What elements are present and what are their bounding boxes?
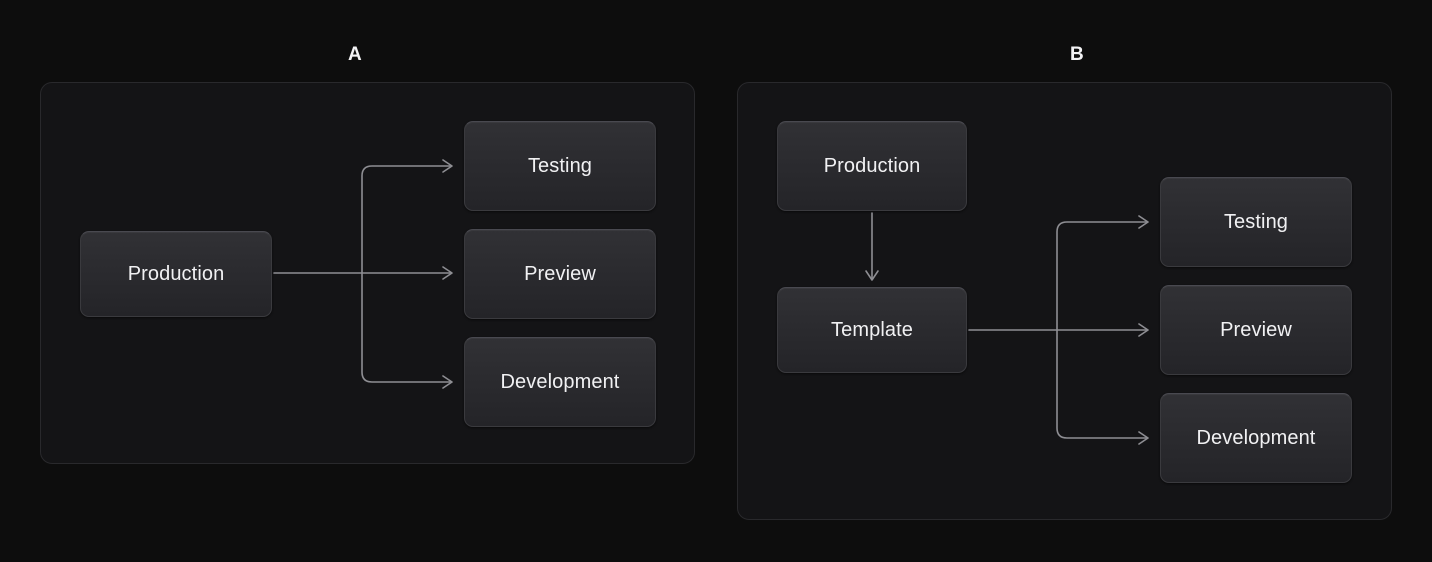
node-a-development[interactable]: Development: [464, 337, 656, 427]
node-b-template[interactable]: Template: [777, 287, 967, 373]
node-a-testing[interactable]: Testing: [464, 121, 656, 211]
node-b-preview[interactable]: Preview: [1160, 285, 1352, 375]
node-b-production[interactable]: Production: [777, 121, 967, 211]
node-b-testing[interactable]: Testing: [1160, 177, 1352, 267]
panel-a-label: A: [347, 44, 363, 65]
node-b-development[interactable]: Development: [1160, 393, 1352, 483]
node-a-preview[interactable]: Preview: [464, 229, 656, 319]
panel-b-label: B: [1069, 44, 1085, 65]
node-a-production[interactable]: Production: [80, 231, 272, 317]
